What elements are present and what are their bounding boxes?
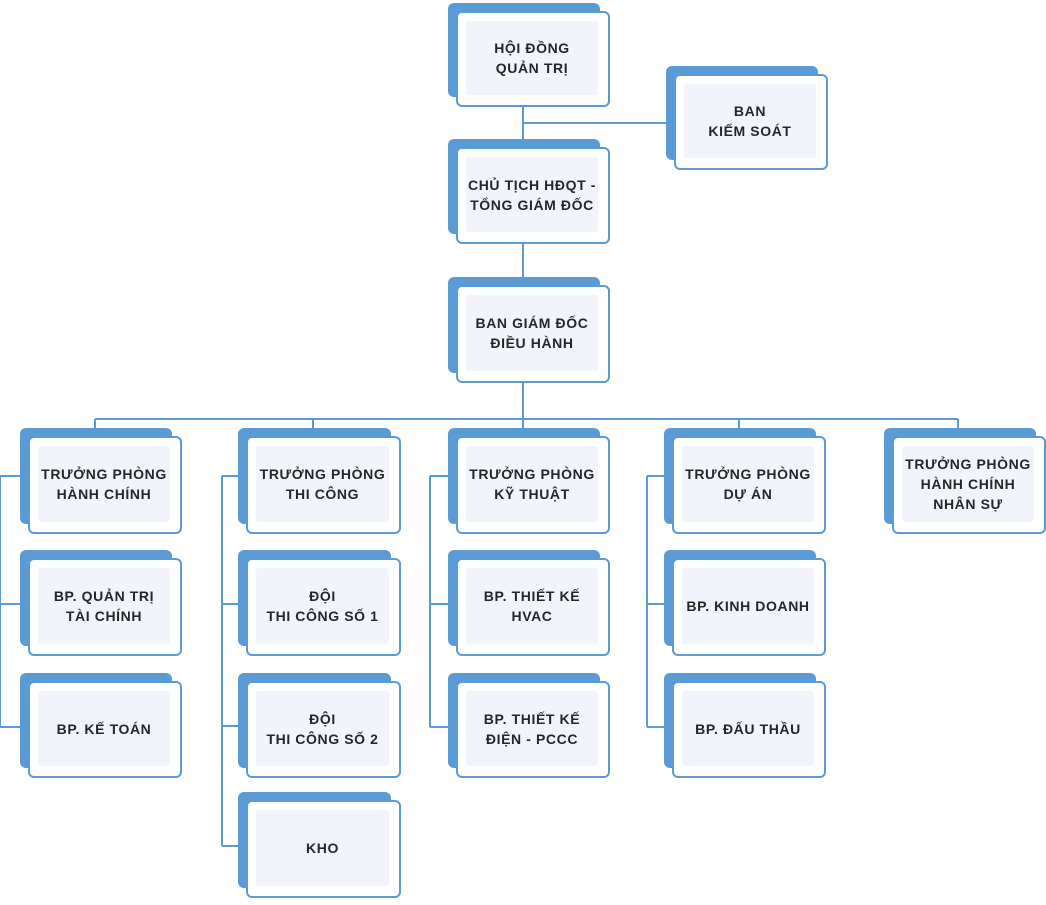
node-label: TRƯỞNG PHÒNG HÀNH CHÍNH NHÂN SỰ — [905, 456, 1031, 512]
node-label: BP. QUẢN TRỊ TÀI CHÍNH — [53, 588, 155, 624]
node-label: BP. KINH DOANH — [686, 598, 810, 614]
node-label: CHỦ TỊCH HĐQT - TỔNG GIÁM ĐỐC — [468, 176, 596, 213]
node-label: TRƯỞNG PHÒNG KỸ THUẬT — [469, 466, 595, 502]
node-label: ĐỘI THI CÔNG SỐ 1 — [266, 588, 379, 624]
node-label: BP. THIẾT KẾ ĐIỆN - PCCC — [483, 710, 581, 747]
node-label: BP. KẾ TOÁN — [56, 720, 152, 737]
node-label: BP. ĐẤU THẦU — [695, 720, 801, 737]
node-label: TRƯỞNG PHÒNG HÀNH CHÍNH — [41, 466, 167, 502]
node-truong-phong-thi-cong: TRƯỞNG PHÒNG THI CÔNG — [238, 428, 401, 534]
node-ban-giam-doc: BAN GIÁM ĐỐC ĐIỀU HÀNH — [448, 277, 610, 383]
node-bp-dau-thau: BP. ĐẤU THẦU — [664, 673, 826, 778]
node-bp-kinh-doanh: BP. KINH DOANH — [664, 550, 826, 656]
node-chu-tich-hdqt: CHỦ TỊCH HĐQT - TỔNG GIÁM ĐỐC — [448, 139, 610, 244]
node-label: BAN KIỂM SOÁT — [708, 103, 792, 139]
node-bp-thiet-ke-hvac: BP. THIẾT KẾ HVAC — [448, 550, 610, 656]
node-doi-thi-cong-so-2: ĐỘI THI CÔNG SỐ 2 — [238, 673, 401, 778]
node-truong-phong-hanh-chinh: TRƯỞNG PHÒNG HÀNH CHÍNH — [20, 428, 182, 534]
node-bp-quan-tri-tai-chinh: BP. QUẢN TRỊ TÀI CHÍNH — [20, 550, 182, 656]
node-truong-phong-hanh-chinh-nhan-su: TRƯỞNG PHÒNG HÀNH CHÍNH NHÂN SỰ — [884, 428, 1046, 534]
node-label: BAN GIÁM ĐỐC ĐIỀU HÀNH — [475, 315, 589, 351]
node-doi-thi-cong-so-1: ĐỘI THI CÔNG SỐ 1 — [238, 550, 401, 656]
node-ban-kiem-soat: BAN KIỂM SOÁT — [666, 66, 828, 170]
node-label: BP. THIẾT KẾ HVAC — [483, 588, 581, 624]
node-bp-thiet-ke-dien-pccc: BP. THIẾT KẾ ĐIỆN - PCCC — [448, 673, 610, 778]
node-label: KHO — [306, 840, 339, 856]
node-label: TRƯỞNG PHÒNG DỰ ÁN — [685, 466, 811, 502]
node-truong-phong-ky-thuat: TRƯỞNG PHÒNG KỸ THUẬT — [448, 428, 610, 534]
node-label: ĐỘI THI CÔNG SỐ 2 — [266, 710, 379, 747]
node-hoi-dong-quan-tri: HỘI ĐỒNG QUẢN TRỊ — [448, 3, 610, 107]
node-bp-ke-toan: BP. KẾ TOÁN — [20, 673, 182, 778]
node-label: TRƯỞNG PHÒNG THI CÔNG — [259, 466, 386, 502]
node-truong-phong-du-an: TRƯỞNG PHÒNG DỰ ÁN — [664, 428, 826, 534]
node-kho: KHO — [238, 792, 401, 898]
node-label: HỘI ĐỒNG QUẢN TRỊ — [494, 40, 570, 76]
